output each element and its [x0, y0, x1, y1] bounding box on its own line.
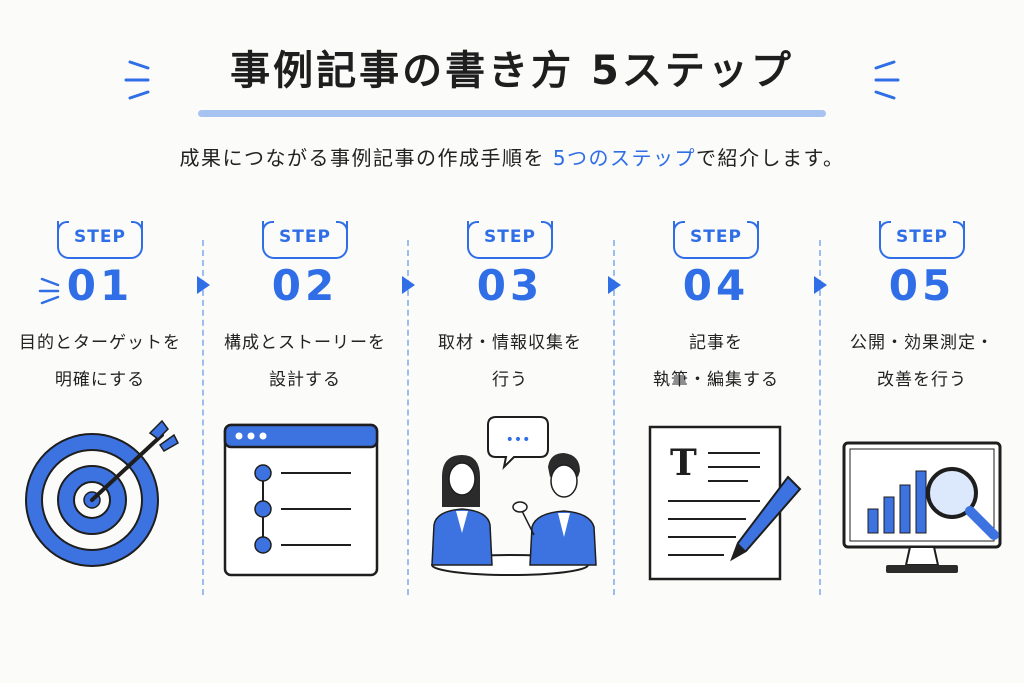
- step-4: STEP 04 記事を 執筆・編集する T: [616, 215, 816, 595]
- page-title: 事例記事の書き方 5ステップ: [230, 48, 794, 94]
- step-description-line: 設計する: [269, 370, 341, 390]
- step-3: STEP 03 取材・情報収集を 行う •••: [410, 215, 610, 595]
- step-badge: STEP: [673, 221, 759, 259]
- step-description: 目的とターゲットを 明確にする: [0, 325, 200, 399]
- outline-window-icon: [223, 423, 379, 577]
- number-accent-icon: [38, 277, 60, 305]
- speech-dots: •••: [506, 432, 531, 448]
- step-description-line: 構成とストーリーを: [224, 333, 386, 353]
- step-number: 05: [888, 261, 956, 310]
- step-number: 03: [476, 261, 544, 310]
- step-description-line: 行う: [492, 370, 528, 390]
- step-badge: STEP: [57, 221, 143, 259]
- step-number: 01: [66, 261, 134, 310]
- step-number: 02: [271, 261, 339, 310]
- target-icon: [25, 419, 179, 567]
- step-divider: [613, 240, 615, 595]
- subtitle-text-after: で紹介します。: [696, 146, 845, 170]
- step-description-line: 公開・効果測定・: [850, 333, 994, 353]
- step-description-line: 目的とターゲットを: [19, 333, 181, 353]
- step-2: STEP 02 構成とストーリーを 設計する: [205, 215, 405, 595]
- title-accent-right: [874, 60, 900, 100]
- title-area: 事例記事の書き方 5ステップ: [0, 38, 1024, 117]
- step-divider: [819, 240, 821, 595]
- subtitle: 成果につながる事例記事の作成手順を 5つのステップで紹介します。: [0, 142, 1024, 171]
- subtitle-highlight: 5つのステップ: [552, 146, 697, 170]
- step-description: 構成とストーリーを 設計する: [205, 325, 405, 399]
- step-arrow-icon: [197, 276, 210, 294]
- step-description-line: 取材・情報収集を: [438, 333, 582, 353]
- step-5: STEP 05 公開・効果測定・ 改善を行う: [822, 215, 1022, 595]
- document-pencil-icon: T: [648, 425, 802, 581]
- step-badge: STEP: [879, 221, 965, 259]
- step-divider: [202, 240, 204, 595]
- title-accent-left: [124, 60, 150, 100]
- step-description-line: 執筆・編集する: [653, 370, 779, 390]
- step-1: STEP 01 目的とターゲットを 明確にする: [0, 215, 200, 595]
- interview-icon: •••: [431, 416, 597, 576]
- title-underline: [198, 110, 826, 117]
- step-description: 公開・効果測定・ 改善を行う: [822, 325, 1022, 399]
- subtitle-text-before: 成果につながる事例記事の作成手順を: [179, 146, 553, 170]
- step-description-line: 明確にする: [54, 370, 146, 390]
- step-arrow-icon: [608, 276, 621, 294]
- step-badge: STEP: [262, 221, 348, 259]
- step-description-line: 記事を: [689, 333, 743, 353]
- analytics-monitor-icon: [842, 441, 1002, 573]
- step-arrow-icon: [814, 276, 827, 294]
- step-divider: [407, 240, 409, 595]
- step-description: 取材・情報収集を 行う: [410, 325, 610, 399]
- document-letter: T: [670, 442, 697, 484]
- step-badge: STEP: [467, 221, 553, 259]
- step-description: 記事を 執筆・編集する: [616, 325, 816, 399]
- step-arrow-icon: [402, 276, 415, 294]
- step-description-line: 改善を行う: [877, 370, 967, 390]
- step-number: 04: [682, 261, 750, 310]
